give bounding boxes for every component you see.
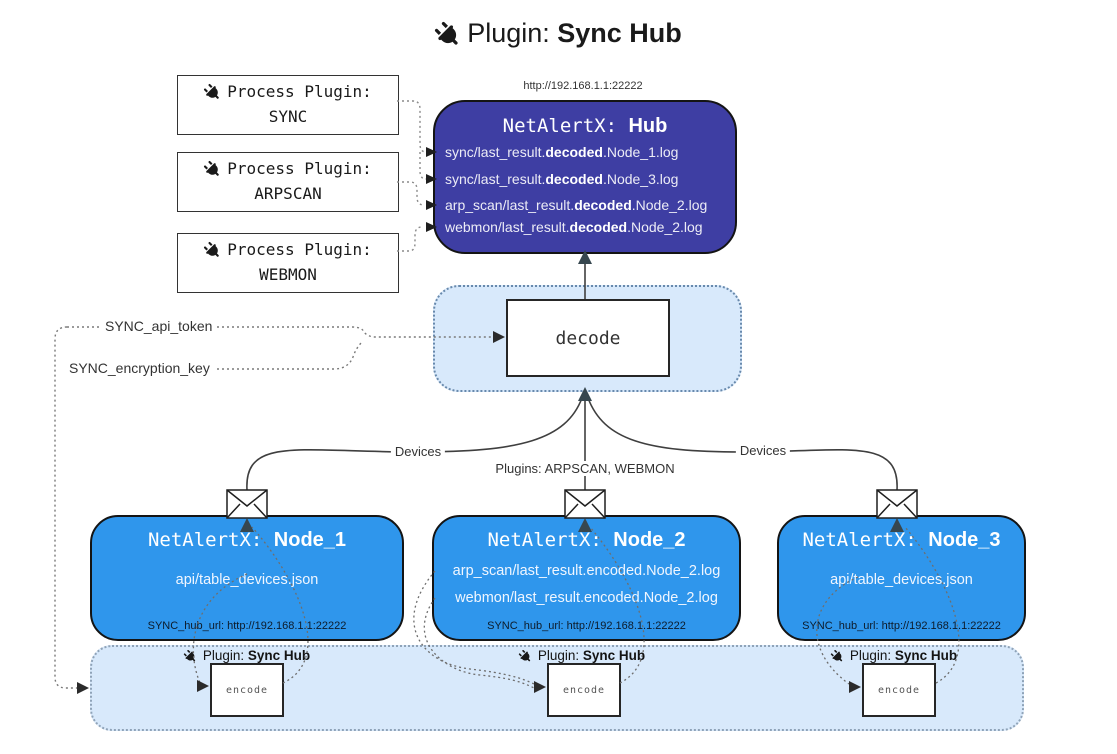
node-row: api/table_devices.json xyxy=(830,572,973,588)
strip-plugin-label: Plugin: Sync Hub xyxy=(517,648,645,665)
node-row: webmon/last_result.encoded.Node_2.log xyxy=(455,590,718,606)
hub-title: NetAlertX: Hub xyxy=(435,115,735,138)
hub-log-row: sync/last_result.decoded.Node_1.log xyxy=(445,144,679,160)
decode-box: decode xyxy=(506,299,670,377)
plug-icon xyxy=(202,159,224,181)
node-title: NetAlertX: Node_3 xyxy=(802,529,1001,551)
hub-box: NetAlertX: Hub sync/last_result.decoded.… xyxy=(433,100,737,254)
process-plugin-sync: Process Plugin: SYNC xyxy=(177,75,399,135)
strip-plugin-label: Plugin: Sync Hub xyxy=(182,648,310,665)
process-plugin-name: ARPSCAN xyxy=(254,184,322,203)
node-row: api/table_devices.json xyxy=(175,572,319,588)
plug-icon xyxy=(202,82,224,104)
hub-title-name: Hub xyxy=(628,115,668,137)
node-title: NetAlertX: Node_2 xyxy=(487,529,686,551)
plug-icon xyxy=(202,240,224,262)
plug-icon xyxy=(829,648,846,665)
hub-url: http://192.168.1.1:22222 xyxy=(523,80,643,92)
process-plugin-name: WEBMON xyxy=(259,265,317,284)
node-box-2: NetAlertX: Node_2 arp_scan/last_result.e… xyxy=(432,515,741,641)
process-plugin-webmon: Process Plugin: WEBMON xyxy=(177,233,399,293)
hub-log-row: sync/last_result.decoded.Node_3.log xyxy=(445,171,679,187)
hub-log-row: webmon/last_result.decoded.Node_2.log xyxy=(445,219,703,235)
page-title-prefix: Plugin: xyxy=(467,18,558,48)
node-box-1: NetAlertX: Node_1 api/table_devices.json… xyxy=(90,515,404,641)
encode-box-3: encode xyxy=(862,663,936,717)
strip-plugin-label: Plugin: Sync Hub xyxy=(829,648,957,665)
hub-log-row: arp_scan/last_result.decoded.Node_2.log xyxy=(445,197,708,213)
process-plugin-name: SYNC xyxy=(268,107,308,126)
page-title-name: Sync Hub xyxy=(557,18,682,48)
hub-title-prefix: NetAlertX: xyxy=(502,115,629,137)
process-plugin-label: Process Plugin: xyxy=(227,240,372,260)
node-title: NetAlertX: Node_1 xyxy=(147,529,347,551)
node-hub-url: SYNC_hub_url: http://192.168.1.1:22222 xyxy=(802,620,1001,632)
plug-icon xyxy=(432,18,465,51)
page-title: Plugin: Sync Hub xyxy=(0,18,1117,51)
node-row: arp_scan/last_result.encoded.Node_2.log xyxy=(452,563,721,579)
node-hub-url: SYNC_hub_url: http://192.168.1.1:22222 xyxy=(487,620,686,632)
plug-icon xyxy=(182,648,199,665)
node-hub-url: SYNC_hub_url: http://192.168.1.1:22222 xyxy=(147,620,347,632)
encode-box-1: encode xyxy=(210,663,284,717)
encode-box-2: encode xyxy=(547,663,621,717)
process-plugin-label: Process Plugin: xyxy=(227,82,372,102)
node-box-3: NetAlertX: Node_3 api/table_devices.json… xyxy=(777,515,1026,641)
plug-icon xyxy=(517,648,534,665)
process-plugin-arpscan: Process Plugin: ARPSCAN xyxy=(177,152,399,212)
process-plugin-label: Process Plugin: xyxy=(227,159,372,179)
